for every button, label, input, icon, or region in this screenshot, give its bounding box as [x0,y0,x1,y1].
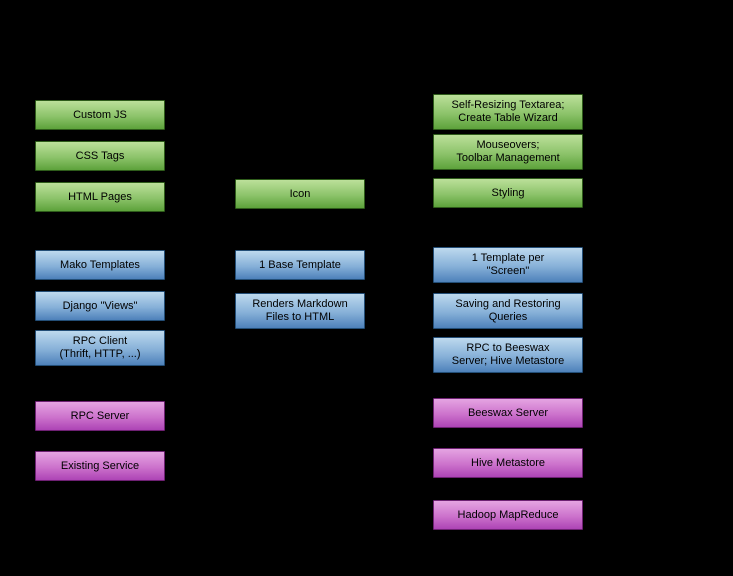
box-rpc-client: RPC Client (Thrift, HTTP, ...) [35,330,165,366]
box-django-views: Django "Views" [35,291,165,321]
box-html-pages: HTML Pages [35,182,165,212]
box-beeswax-server: Beeswax Server [433,398,583,428]
box-self-resizing-textarea: Self-Resizing Textarea; Create Table Wiz… [433,94,583,130]
box-mako-templates: Mako Templates [35,250,165,280]
box-existing-service: Existing Service [35,451,165,481]
box-css-tags: CSS Tags [35,141,165,171]
box-rpc-to-beeswax: RPC to Beeswax Server; Hive Metastore [433,337,583,373]
box-template-per-screen: 1 Template per "Screen" [433,247,583,283]
box-icon: Icon [235,179,365,209]
box-rpc-server: RPC Server [35,401,165,431]
box-saving-restoring-queries: Saving and Restoring Queries [433,293,583,329]
box-mouseovers-toolbar: Mouseovers; Toolbar Management [433,134,583,170]
box-custom-js: Custom JS [35,100,165,130]
box-renders-markdown: Renders Markdown Files to HTML [235,293,365,329]
box-hadoop-mapreduce: Hadoop MapReduce [433,500,583,530]
box-styling: Styling [433,178,583,208]
box-hive-metastore: Hive Metastore [433,448,583,478]
box-base-template: 1 Base Template [235,250,365,280]
